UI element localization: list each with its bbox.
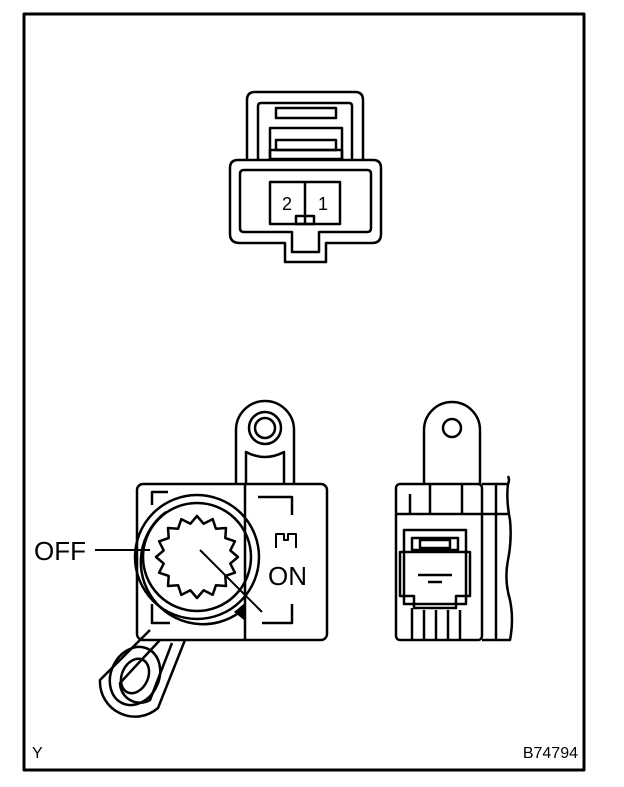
rotary-spline (154, 514, 240, 600)
frame-border (22, 12, 586, 772)
on-label: ON (268, 561, 307, 591)
off-label: OFF (34, 536, 86, 566)
figure-code: B74794 (523, 745, 578, 762)
switch-side-view (394, 400, 514, 642)
arrow-head-icon (234, 602, 246, 620)
terminal-mark-icon (275, 533, 297, 548)
connector-front-view: 2 1 (228, 90, 383, 264)
switch-front-view: OFF ON (34, 399, 329, 718)
pin-1-label: 1 (318, 194, 328, 214)
corner-mark: Y (32, 745, 43, 762)
pin-2-label: 2 (282, 194, 292, 214)
